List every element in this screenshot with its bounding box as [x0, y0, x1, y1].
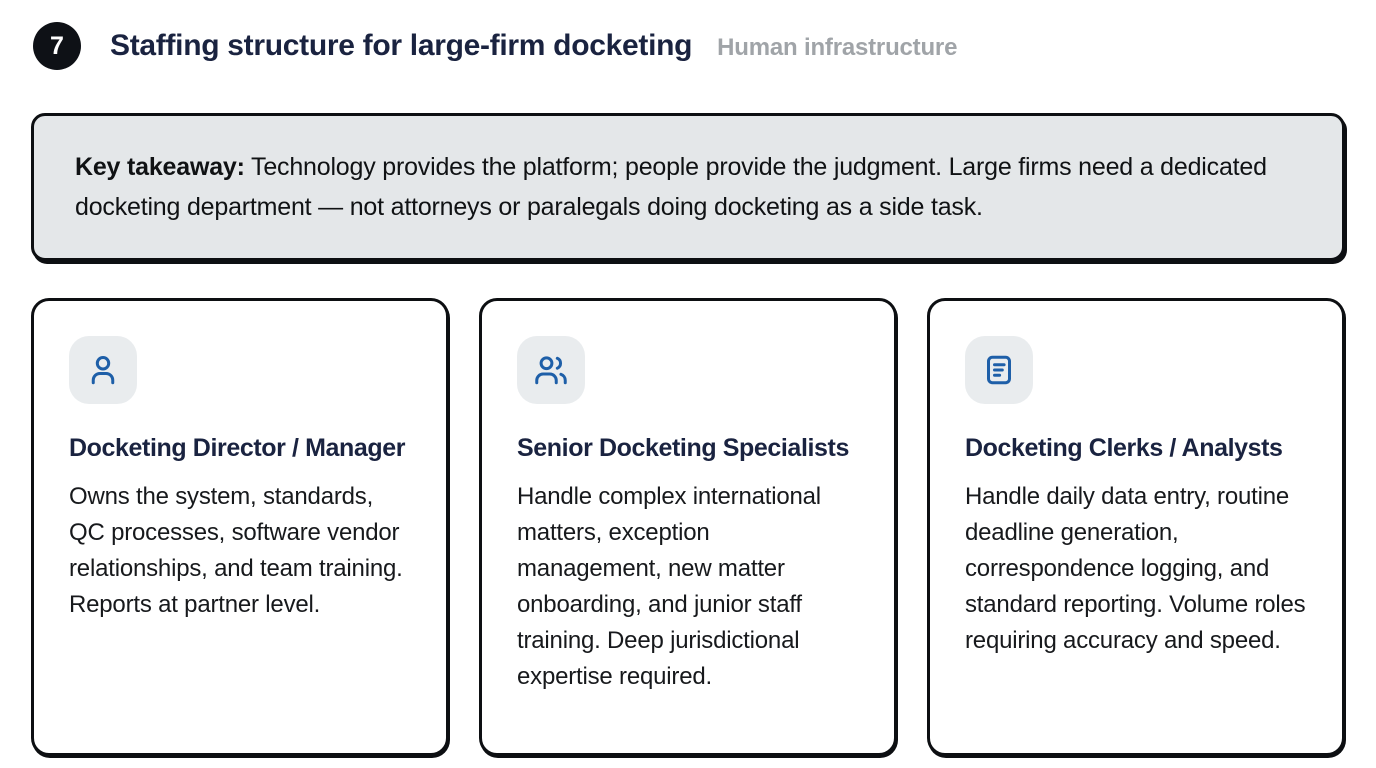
role-card-senior-specialists: Senior Docketing Specialists Handle comp… — [479, 298, 897, 756]
card-body: Owns the system, standards, QC processes… — [69, 483, 403, 618]
card-body: Handle complex international matters, ex… — [517, 483, 821, 690]
page-header: 7 Staffing structure for large-firm dock… — [31, 22, 1345, 70]
card-title: Senior Docketing Specialists — [517, 434, 849, 462]
role-cards-row: Docketing Director / Manager Owns the sy… — [31, 298, 1345, 756]
user-icon — [91, 356, 115, 385]
section-number-badge: 7 — [33, 22, 81, 70]
role-card-director: Docketing Director / Manager Owns the sy… — [31, 298, 449, 756]
role-card-clerks-analysts: Docketing Clerks / Analysts Handle daily… — [927, 298, 1345, 756]
document-lines-icon — [987, 355, 1011, 385]
icon-tile — [965, 336, 1033, 404]
key-takeaway-label: Key takeaway: — [75, 153, 245, 181]
users-icon — [535, 356, 567, 385]
icon-tile — [517, 336, 585, 404]
page-title: Staffing structure for large-firm docket… — [110, 29, 693, 62]
card-body: Handle daily data entry, routine deadlin… — [965, 483, 1306, 654]
card-title: Docketing Clerks / Analysts — [965, 434, 1283, 462]
key-takeaway-text: Technology provides the platform; people… — [75, 153, 1267, 221]
card-title: Docketing Director / Manager — [69, 434, 406, 462]
title-group: Staffing structure for large-firm docket… — [110, 29, 957, 63]
icon-tile — [69, 336, 137, 404]
page-subtitle: Human infrastructure — [717, 34, 958, 61]
key-takeaway-callout: Key takeaway: Technology provides the pl… — [31, 113, 1345, 261]
